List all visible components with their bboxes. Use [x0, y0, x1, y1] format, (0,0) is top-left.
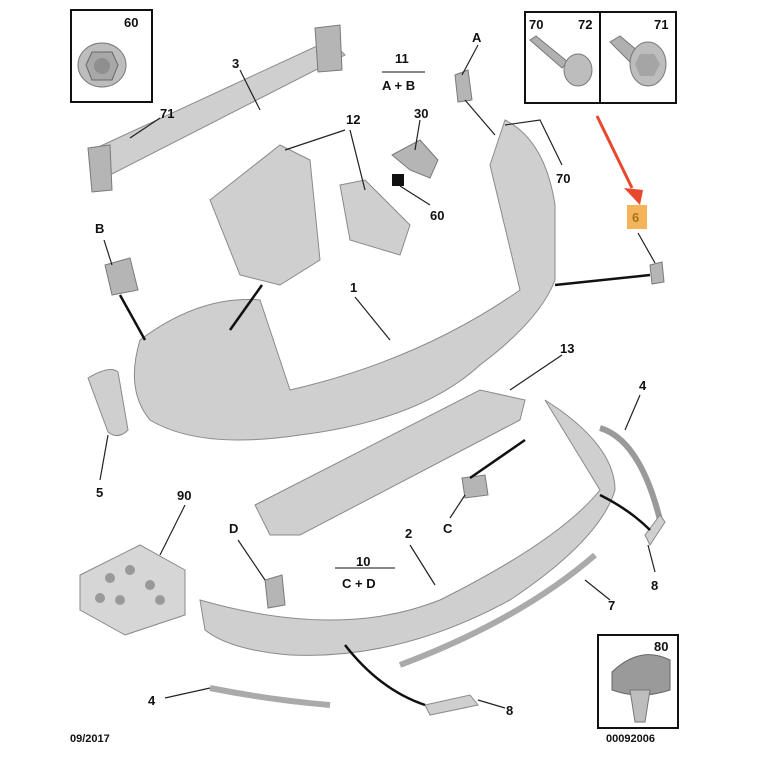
svg-text:4: 4	[148, 693, 156, 708]
svg-text:12: 12	[346, 112, 360, 127]
clip-icon	[611, 654, 671, 723]
inset-70-72-71: 70 72 71	[524, 11, 677, 104]
svg-text:70: 70	[556, 171, 570, 186]
reflector-left-upper	[87, 369, 129, 436]
svg-text:4: 4	[639, 378, 647, 393]
callout-6: 6	[632, 210, 639, 225]
reflector-8-left	[424, 694, 479, 716]
svg-text:7: 7	[608, 598, 615, 613]
svg-text:60: 60	[430, 208, 444, 223]
side-bracket-left	[209, 144, 321, 286]
svg-text:8: 8	[506, 703, 513, 718]
highlight-box-6	[627, 205, 647, 229]
svg-text:5: 5	[96, 485, 103, 500]
bracket-b	[104, 257, 139, 296]
svg-text:1: 1	[350, 280, 357, 295]
svg-text:60: 60	[124, 15, 138, 30]
lower-strip	[398, 552, 597, 668]
svg-text:C + D: C + D	[342, 576, 376, 591]
trim-left	[209, 685, 331, 708]
bracket-c	[461, 474, 489, 499]
svg-text:72: 72	[578, 17, 592, 32]
bracket-30	[391, 139, 439, 179]
svg-text:11: 11	[395, 51, 409, 66]
svg-text:13: 13	[560, 341, 574, 356]
diagram-date: 09/2017	[70, 733, 110, 745]
energy-absorber	[254, 389, 526, 536]
screw-icon	[609, 35, 667, 87]
svg-text:8: 8	[651, 578, 658, 593]
bolt-icon	[529, 35, 593, 87]
svg-text:A: A	[472, 30, 482, 45]
hardware-kit	[79, 544, 186, 636]
svg-text:10: 10	[356, 554, 370, 569]
lower-bumper	[199, 399, 616, 656]
bracket-a	[454, 69, 473, 103]
bracket-d	[264, 574, 286, 609]
svg-text:B: B	[95, 221, 104, 236]
inset-60: 60	[70, 9, 153, 103]
trim-right	[598, 425, 663, 521]
svg-text:71: 71	[654, 17, 668, 32]
highlight-arrow	[595, 115, 643, 205]
svg-text:C: C	[443, 521, 453, 536]
svg-text:71: 71	[160, 106, 174, 121]
svg-text:70: 70	[529, 17, 543, 32]
leader-lines	[99, 44, 656, 709]
reflector-8-right	[644, 514, 666, 547]
bumper-cover	[133, 119, 556, 441]
svg-text:90: 90	[177, 488, 191, 503]
svg-text:30: 30	[414, 106, 428, 121]
side-bracket-right	[339, 179, 411, 256]
callouts: 3 71 12 11 A + B 30 60 A 70 B 1 13 4 5 9…	[95, 30, 658, 718]
diagram-reference: 00092006	[606, 733, 655, 745]
flange-nut-icon	[77, 42, 127, 88]
inset-80: 80	[597, 634, 679, 729]
svg-text:3: 3	[232, 56, 239, 71]
svg-text:A + B: A + B	[382, 78, 415, 93]
svg-text:80: 80	[654, 639, 668, 654]
reinforcement-bar	[87, 24, 346, 193]
bracket-6	[649, 261, 665, 285]
svg-text:2: 2	[405, 526, 412, 541]
nut-60-marker	[392, 174, 404, 186]
svg-text:D: D	[229, 521, 238, 536]
